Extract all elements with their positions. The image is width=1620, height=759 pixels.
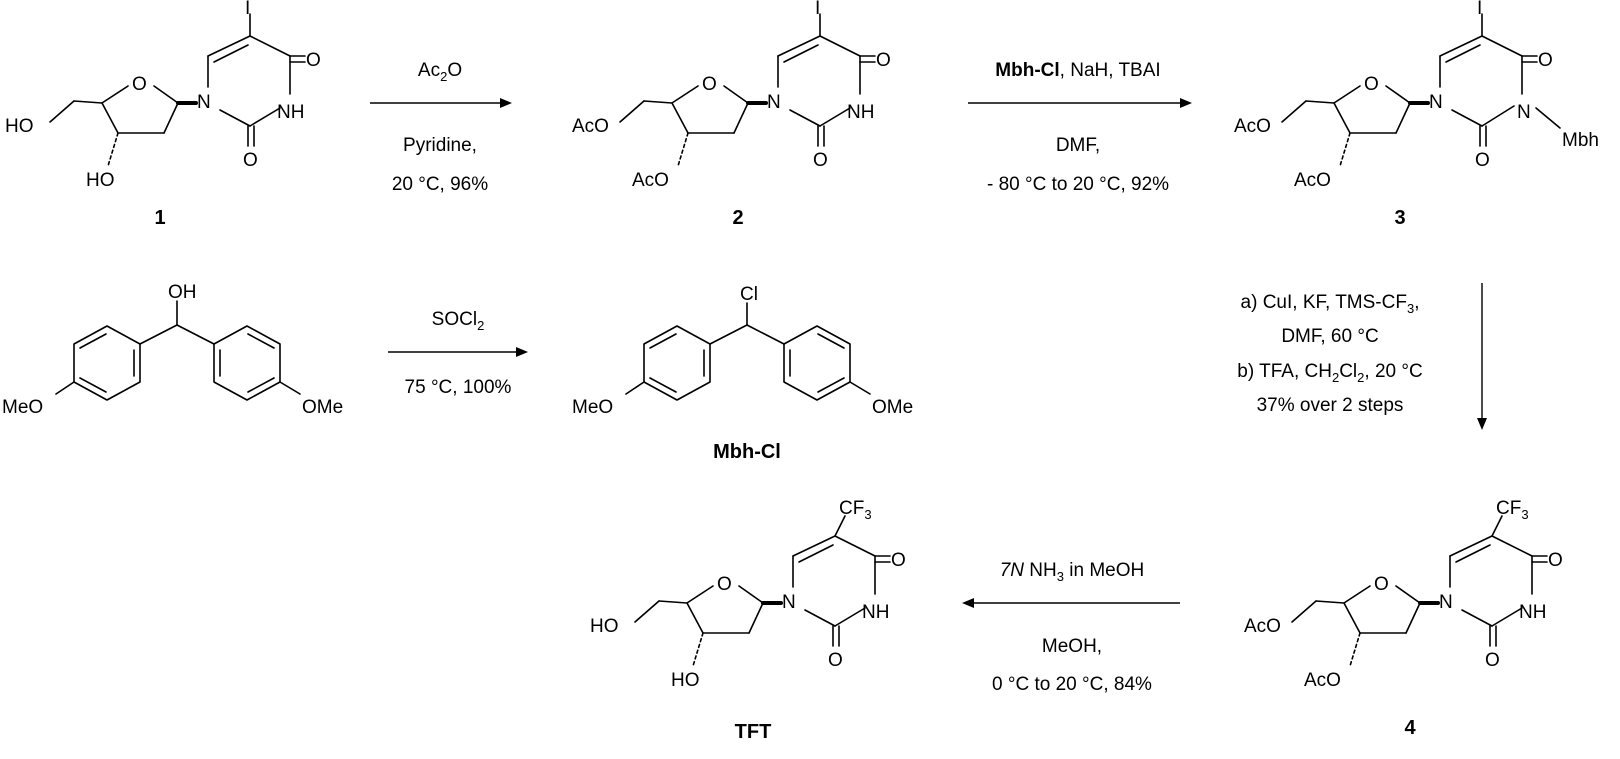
- hydroxyl: OH: [168, 282, 197, 303]
- imide-nh: NH: [847, 102, 874, 123]
- nitrogen-1: N: [782, 592, 796, 613]
- ring-oxygen: O: [1374, 574, 1389, 595]
- imide-nh: NH: [862, 602, 889, 623]
- carbonyl-oxygen-4: O: [876, 50, 891, 71]
- methoxy-left: MeO: [572, 397, 613, 418]
- acetoxy-5: AcO: [1234, 116, 1271, 137]
- condition-step-a-solvent: DMF, 60 °C: [1281, 326, 1378, 347]
- condition-temp-yield-3: 75 °C, 100%: [405, 377, 512, 398]
- condition-dmf: DMF,: [1056, 135, 1100, 156]
- imide-nh: NH: [1519, 602, 1546, 623]
- compound-mbh-oh: OH MeO OMe: [2, 282, 343, 418]
- condition-pyridine: Pyridine,: [403, 135, 477, 156]
- arrow-4: a) CuI, KF, TMS-CF3, DMF, 60 °C b) TFA, …: [1237, 283, 1487, 430]
- condition-temp-yield-1: 20 °C, 96%: [392, 174, 488, 195]
- nitrogen-1: N: [767, 92, 781, 113]
- imide-nh: NH: [277, 102, 304, 123]
- arrow-3: SOCl2 75 °C, 100%: [388, 309, 528, 398]
- compound-number-4: 4: [1404, 717, 1416, 739]
- arrow-2: Mbh-Cl, NaH, TBAI DMF, - 80 °C to 20 °C,…: [968, 60, 1192, 195]
- arrow-5: 7N NH3 in MeOH MeOH, 0 °C to 20 °C, 84%: [962, 560, 1180, 695]
- acetoxy-3: AcO: [632, 170, 669, 191]
- carbonyl-oxygen-2: O: [828, 650, 843, 671]
- nitrogen-1: N: [197, 92, 211, 113]
- nitrogen-3: N: [1517, 102, 1531, 123]
- carbonyl-oxygen-2: O: [813, 150, 828, 171]
- compound-tft: O HO HO N CF3 O NH O TFT: [590, 498, 906, 743]
- iodine: I: [245, 0, 250, 19]
- acetoxy-5: AcO: [1244, 616, 1281, 637]
- carbonyl-oxygen-4: O: [1538, 50, 1553, 71]
- carbonyl-oxygen-4: O: [306, 50, 321, 71]
- iodine: I: [1477, 0, 1482, 19]
- condition-temp-yield-5: 0 °C to 20 °C, 84%: [992, 674, 1152, 695]
- trifluoromethyl: CF3: [1496, 498, 1529, 522]
- chlorine: Cl: [740, 284, 758, 305]
- compound-number-1: 1: [154, 207, 165, 229]
- compound-number-2: 2: [732, 207, 743, 229]
- reagent-ammonia-methanol: 7N NH3 in MeOH: [1000, 560, 1145, 584]
- compound-number-3: 3: [1394, 207, 1405, 229]
- ring-oxygen: O: [1364, 74, 1379, 95]
- iodine: I: [815, 0, 820, 19]
- nitrogen-1: N: [1429, 92, 1443, 113]
- compound-mbh-cl: Cl MeO OMe Mbh-Cl: [572, 284, 913, 463]
- acetoxy-5: AcO: [572, 116, 609, 137]
- hydroxyl-5: HO: [590, 616, 619, 637]
- hydroxyl-3: HO: [671, 670, 700, 691]
- ring-oxygen: O: [132, 74, 147, 95]
- reagent-ac2o: Ac2O: [418, 60, 462, 84]
- hydroxyl-3: HO: [86, 170, 115, 191]
- carbonyl-oxygen-4: O: [891, 550, 906, 571]
- carbonyl-oxygen-4: O: [1548, 550, 1563, 571]
- compound-label-mbh-cl: Mbh-Cl: [713, 441, 781, 463]
- reagent-socl2: SOCl2: [432, 309, 485, 333]
- methoxy-right: OMe: [302, 397, 343, 418]
- nitrogen-1: N: [1439, 592, 1453, 613]
- trifluoromethyl: CF3: [839, 498, 872, 522]
- condition-overall-yield: 37% over 2 steps: [1257, 395, 1404, 416]
- compound-2: O AcO AcO N I O NH O 2: [572, 0, 891, 229]
- compound-4: O AcO AcO N CF3 O NH O 4: [1244, 498, 1563, 739]
- ring-oxygen: O: [717, 574, 732, 595]
- hydroxyl-5: HO: [5, 116, 34, 137]
- condition-step-b: b) TFA, CH2Cl2, 20 °C: [1237, 361, 1422, 385]
- methoxy-left: MeO: [2, 397, 43, 418]
- methoxy-right: OMe: [872, 397, 913, 418]
- reagents-mbhcl-nah-tbai: Mbh-Cl, NaH, TBAI: [995, 60, 1160, 81]
- carbonyl-oxygen-2: O: [1475, 150, 1490, 171]
- condition-temp-yield-2: - 80 °C to 20 °C, 92%: [987, 174, 1169, 195]
- carbonyl-oxygen-2: O: [1485, 650, 1500, 671]
- acetoxy-3: AcO: [1304, 670, 1341, 691]
- carbonyl-oxygen-2: O: [243, 150, 258, 171]
- compound-3: O AcO AcO N I O N Mbh O 3: [1234, 0, 1599, 229]
- compound-1: O HO HO N I O NH O 1: [5, 0, 321, 229]
- compound-label-tft: TFT: [735, 721, 772, 743]
- mbh-group: Mbh: [1562, 130, 1599, 151]
- condition-step-a-reagents: a) CuI, KF, TMS-CF3,: [1241, 292, 1420, 316]
- arrow-1: Ac2O Pyridine, 20 °C, 96%: [370, 60, 512, 195]
- ring-oxygen: O: [702, 74, 717, 95]
- acetoxy-3: AcO: [1294, 170, 1331, 191]
- condition-methanol: MeOH,: [1042, 636, 1102, 657]
